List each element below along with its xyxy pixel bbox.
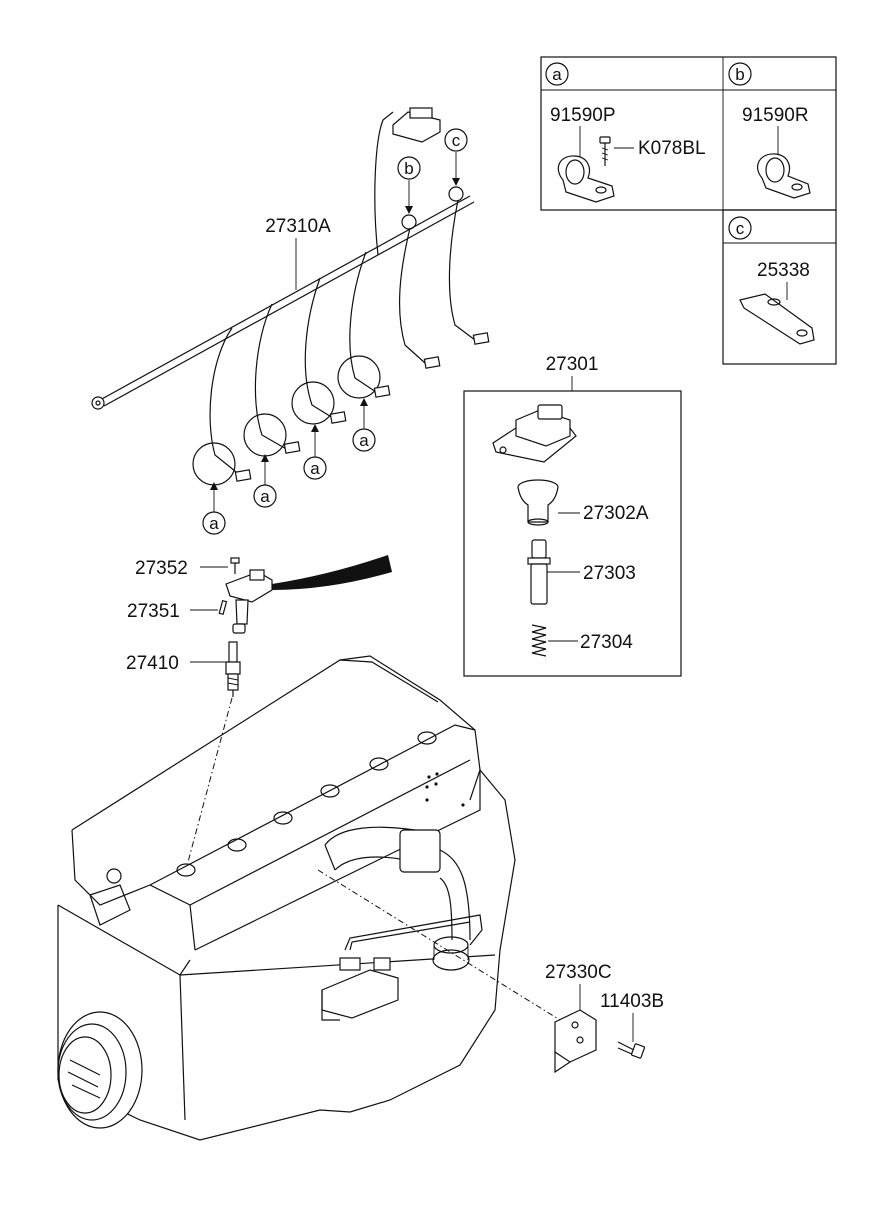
clip-25338-drawing — [739, 293, 815, 345]
label-27410: 27410 — [126, 653, 179, 674]
label-27310a: 27310A — [265, 216, 331, 237]
label-27351: 27351 — [127, 601, 180, 622]
svg-text:a: a — [359, 431, 369, 450]
label-27304: 27304 — [580, 632, 633, 653]
label-27352: 27352 — [135, 558, 188, 579]
ignition-coil-drawing — [492, 404, 577, 463]
bracket-group: 27330C 11403B — [545, 962, 664, 1074]
inset-c-letter: c — [736, 219, 745, 238]
bolt-k078bl-drawing — [599, 136, 611, 166]
inset-a-header: a — [545, 62, 569, 86]
label-27301: 27301 — [546, 354, 599, 375]
marker-a4: a — [352, 398, 376, 452]
bolt-11403b-drawing — [617, 1041, 646, 1059]
inset-b-letter: b — [735, 65, 744, 84]
bracket-27330c-drawing — [554, 1009, 597, 1074]
label-25338: 25338 — [757, 260, 810, 281]
label-11403b: 11403B — [600, 991, 664, 1012]
label-27303: 27303 — [583, 563, 636, 584]
clip-91590p-drawing — [557, 155, 615, 203]
coil-assy-group: 27301 27302A 27303 27304 — [463, 354, 682, 677]
marker-a2: a — [253, 454, 277, 508]
bolt-27352-drawing — [230, 557, 240, 574]
inset-a-letter: a — [552, 65, 562, 84]
marker-a1: a — [202, 482, 226, 535]
svg-text:c: c — [452, 131, 461, 150]
engine-block-drawing — [57, 655, 561, 1141]
svg-text:b: b — [404, 159, 413, 178]
coil-parts-left: 27352 27351 27410 — [126, 555, 392, 863]
inset-c-header: c — [728, 216, 752, 240]
svg-text:a: a — [209, 514, 219, 533]
spring-27304-drawing — [531, 624, 547, 657]
spark-plug-27410-drawing — [225, 641, 241, 697]
inset-table: a b c 91590P K078BL 91590R — [540, 56, 837, 365]
label-27302a: 27302A — [583, 503, 649, 524]
marker-a3: a — [303, 424, 327, 480]
rod-27303-drawing — [527, 539, 551, 605]
wiring-harness-27310a: 27310A b — [91, 107, 490, 535]
inset-b-header: b — [728, 62, 752, 86]
label-91590p: 91590P — [550, 105, 616, 126]
label-27330c: 27330C — [545, 962, 612, 983]
svg-text:a: a — [260, 487, 270, 506]
pin-27351-drawing — [218, 599, 228, 616]
label-91590r: 91590R — [742, 105, 809, 126]
label-k078bl: K078BL — [638, 138, 706, 159]
svg-text:a: a — [310, 459, 320, 478]
clip-91590r-drawing — [757, 153, 811, 199]
coil-on-plug-drawing — [225, 555, 392, 634]
marker-c: c — [444, 128, 468, 186]
marker-b: b — [397, 156, 421, 214]
boot-27302a-drawing — [517, 479, 559, 526]
